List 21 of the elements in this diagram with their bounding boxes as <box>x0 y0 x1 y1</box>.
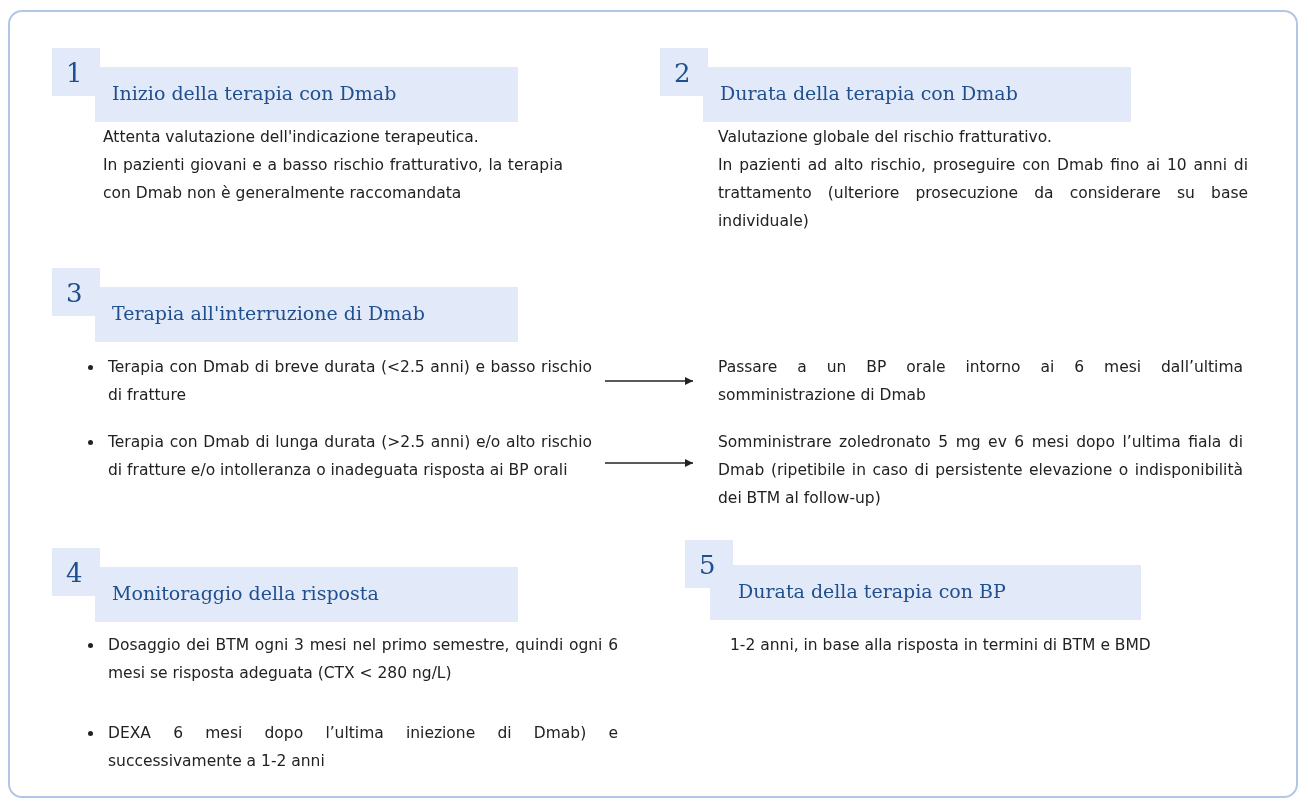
section-title: Terapia all'interruzione di Dmab <box>95 287 518 342</box>
recommendation-text: Passare a un BP orale intorno ai 6 mesi dall’ultima somministrazione di Dmab <box>693 353 1243 409</box>
section-title: Inizio della terapia con Dmab <box>95 67 518 122</box>
bullet-text: Terapia con Dmab di lunga durata (>2.5 anni) e/o alto rischio di fratture e/o intolleranza o inadeguata risposta ai BP orali <box>88 428 605 484</box>
step-number: 4 <box>52 548 100 596</box>
step-number: 1 <box>52 48 100 96</box>
arrow <box>604 459 694 467</box>
body-text: 1-2 anni, in base alla risposta in termini di BTM e BMD <box>730 635 1152 656</box>
section-title: Monitoraggio della risposta <box>95 567 518 622</box>
body-text: In pazienti giovani e a basso rischio fratturativo, la terapia con Dmab non è generalmente raccomandata <box>103 155 563 204</box>
body-text: Attenta valutazione dell'indicazione terapeutica. <box>103 127 480 148</box>
section-title: Durata della terapia con Dmab <box>703 67 1131 122</box>
recommendation-text: Somministrare zoledronato 5 mg ev 6 mesi dopo l’ultima fiala di Dmab (ripetibile in caso di persistente elevazione o indisponibilità dei BTM al follow-up) <box>693 428 1243 512</box>
bullet-text: Dosaggio dei BTM ogni 3 mesi nel primo semestre, quindi ogni 6 mesi se risposta adeguata (CTX < 280 ng/L) <box>88 631 618 687</box>
body-text: Valutazione globale del rischio fratturativo. <box>718 127 1053 148</box>
body-text: In pazienti ad alto rischio, proseguire con Dmab fino ai 10 anni di trattamento (ulteriore prosecuzione da considerare su base individuale) <box>718 155 1248 232</box>
step-number: 3 <box>52 268 100 316</box>
bullet-text: Terapia con Dmab di breve durata (<2.5 anni) e basso rischio di fratture <box>88 353 605 409</box>
step-number: 2 <box>660 48 708 96</box>
bullet-text: DEXA 6 mesi dopo l’ultima iniezione di Dmab) e successivamente a 1-2 anni <box>88 719 618 775</box>
arrow <box>604 377 694 385</box>
